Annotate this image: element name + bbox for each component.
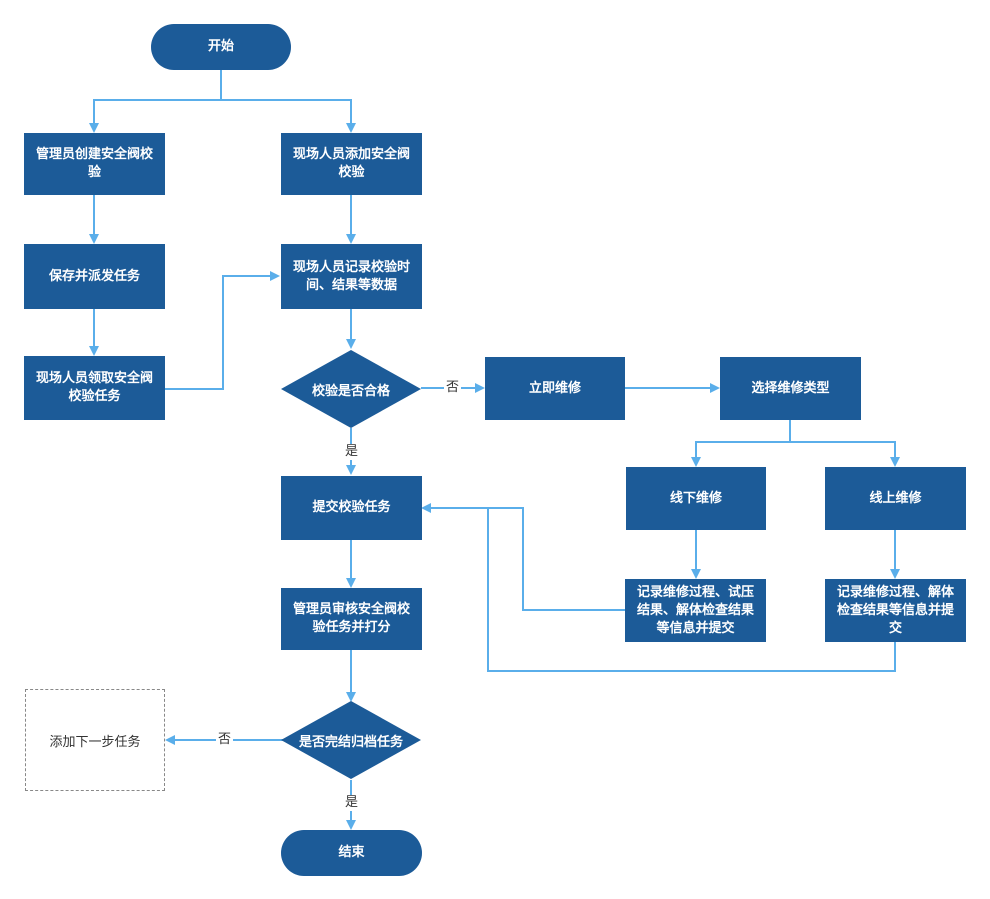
submit-task-label: 提交校验任务 xyxy=(312,500,391,515)
online-repair-node: 线上维修 xyxy=(825,467,966,530)
edge-claim-record xyxy=(165,271,280,390)
repair-now-node: 立即维修 xyxy=(485,357,625,420)
end-node: 结束 xyxy=(281,830,422,876)
field-add-label: 现场人员添加安全阀校验 xyxy=(292,147,410,180)
admin-create-node: 管理员创建安全阀校验 xyxy=(24,133,165,195)
offline-record-label: 记录维修过程、试压结果、解体检查结果等信息并提交 xyxy=(636,584,754,636)
edge-start-split xyxy=(89,70,222,133)
field-claim-label: 现场人员领取安全阀校验任务 xyxy=(35,371,153,404)
add-next-node: 添加下一步任务 xyxy=(25,689,165,791)
add-next-label: 添加下一步任务 xyxy=(49,734,141,750)
edge-type-split-left xyxy=(691,420,791,467)
edge-online-submit xyxy=(487,508,896,672)
decision-check-pass xyxy=(281,350,421,428)
save-dispatch-node: 保存并派发任务 xyxy=(24,244,165,309)
field-add-node: 现场人员添加安全阀校验 xyxy=(281,133,422,195)
start-label: 开始 xyxy=(207,39,234,54)
choose-type-label: 选择维修类型 xyxy=(751,380,830,396)
decision-check-complete xyxy=(281,701,421,779)
admin-review-node: 管理员审核安全阀校验任务并打分 xyxy=(281,588,422,650)
edge-label-complete-yes: 是 xyxy=(343,795,361,811)
check-pass-label: 校验是否合格 xyxy=(311,383,390,399)
start-node: 开始 xyxy=(151,24,291,70)
edge-label-pass-no: 否 xyxy=(444,380,462,396)
end-label: 结束 xyxy=(338,845,365,860)
offline-repair-node: 线下维修 xyxy=(626,467,766,530)
offline-repair-label: 线下维修 xyxy=(669,490,722,506)
edge-type-split-right xyxy=(790,441,900,467)
online-repair-label: 线上维修 xyxy=(869,490,922,506)
online-record-label: 记录维修过程、解体检查结果等信息并提交 xyxy=(836,584,954,636)
choose-type-node: 选择维修类型 xyxy=(720,357,861,420)
field-claim-node: 现场人员领取安全阀校验任务 xyxy=(24,356,165,420)
repair-now-label: 立即维修 xyxy=(528,380,581,396)
admin-review-label: 管理员审核安全阀校验任务并打分 xyxy=(292,602,410,635)
edge-label-complete-no: 否 xyxy=(216,732,234,748)
field-record-label: 现场人员记录校验时间、结果等数据 xyxy=(292,259,410,293)
edge-label-pass-yes: 是 xyxy=(343,444,361,460)
field-record-node: 现场人员记录校验时间、结果等数据 xyxy=(281,244,422,309)
save-dispatch-label: 保存并派发任务 xyxy=(48,268,140,284)
check-complete-label: 是否完结归档任务 xyxy=(298,734,403,750)
online-record-node: 记录维修过程、解体检查结果等信息并提交 xyxy=(825,579,966,642)
admin-create-label: 管理员创建安全阀校验 xyxy=(35,147,153,180)
offline-record-node: 记录维修过程、试压结果、解体检查结果等信息并提交 xyxy=(625,579,766,642)
edge-offline-submit xyxy=(421,503,625,611)
edge-start-right xyxy=(221,99,356,133)
submit-task-node: 提交校验任务 xyxy=(281,476,422,540)
